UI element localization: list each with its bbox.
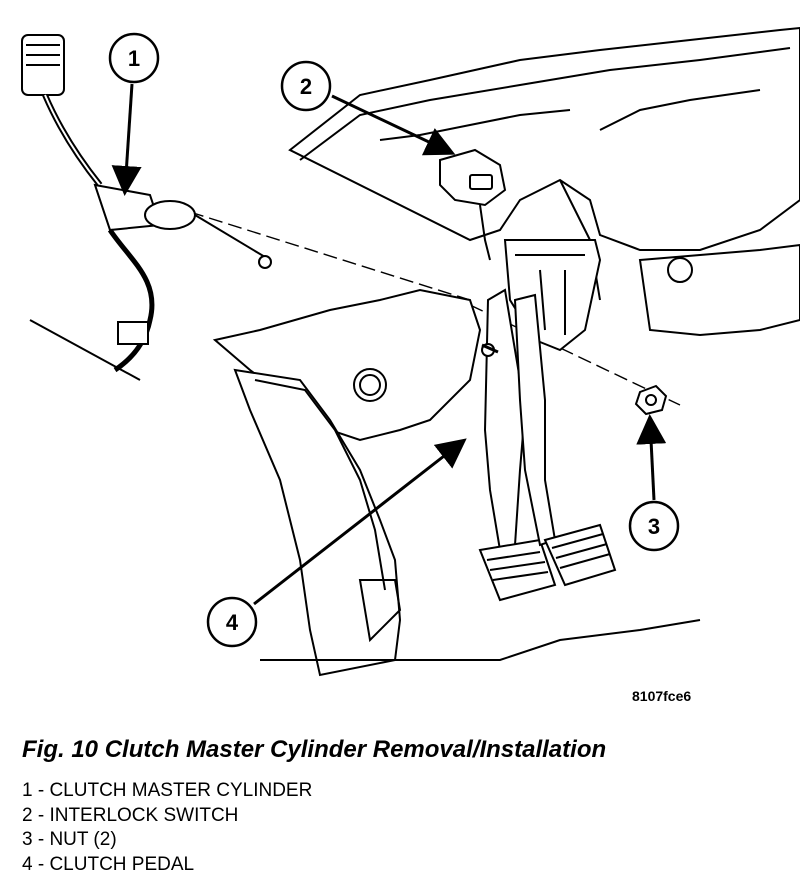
exploded-view-illustration: 1 2 3 4 bbox=[21, 26, 800, 677]
callout-3-number: 3 bbox=[648, 514, 660, 539]
legend-item: 1 - CLUTCH MASTER CYLINDER bbox=[22, 780, 313, 801]
legend-item: 2 - INTERLOCK SWITCH bbox=[22, 804, 239, 826]
figure-title: Fig. 10 Clutch Master Cylinder Removal/I… bbox=[22, 736, 607, 763]
stud bbox=[481, 343, 499, 354]
dash-panel bbox=[288, 26, 800, 337]
callout-2: 2 bbox=[280, 60, 456, 156]
callout-2-number: 2 bbox=[300, 74, 312, 99]
legend-item: 4 - CLUTCH PEDAL bbox=[22, 853, 195, 875]
nut-drawing bbox=[634, 384, 668, 416]
callout-4: 4 bbox=[206, 438, 467, 648]
drawing-id: 8107fce6 bbox=[632, 688, 692, 704]
callout-1: 1 bbox=[108, 32, 160, 196]
callout-3: 3 bbox=[628, 414, 680, 552]
brake-pedal-drawing bbox=[513, 293, 617, 587]
interlock-switch-drawing bbox=[439, 148, 507, 261]
callout-legend: 1 - CLUTCH MASTER CYLINDER 2 - INTERLOCK… bbox=[22, 779, 312, 877]
legend-item: 3 - NUT (2) bbox=[22, 829, 117, 850]
nut-alignment-line bbox=[469, 304, 681, 406]
alignment-line bbox=[189, 211, 471, 301]
callout-1-number: 1 bbox=[128, 46, 140, 71]
master-cylinder-drawing bbox=[21, 34, 272, 381]
kick-panel bbox=[212, 288, 701, 677]
clutch-pedal-drawing bbox=[478, 288, 557, 602]
callout-4-number: 4 bbox=[226, 610, 239, 635]
